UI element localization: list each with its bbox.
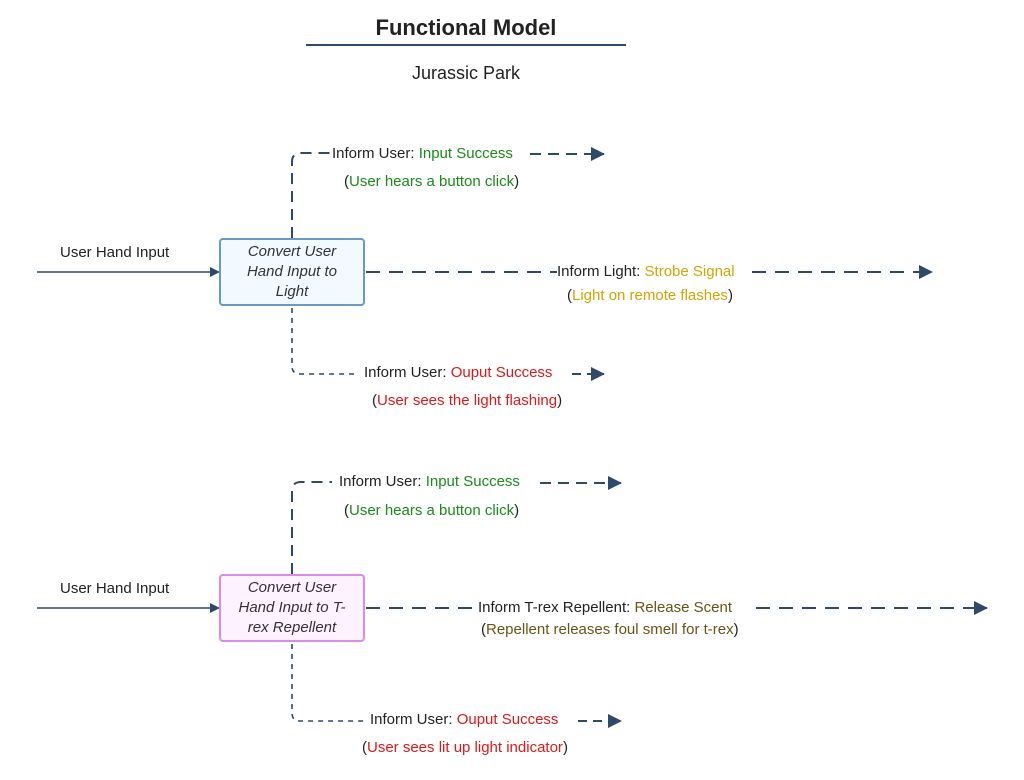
paren-close: ) bbox=[514, 173, 520, 190]
model-2-input-label: User Hand Input bbox=[60, 580, 170, 597]
model-1-output-feedback-prefix: Inform User: bbox=[364, 364, 451, 381]
model-2-output-feedback-value: Ouput Success bbox=[456, 711, 559, 728]
model-2-input-feedback-line bbox=[291, 481, 332, 574]
model-2-main-output-note: (Repellent releases foul smell for t-rex… bbox=[481, 621, 739, 639]
model-1-connectors bbox=[37, 147, 933, 381]
page-title: Functional Model bbox=[375, 15, 557, 40]
model-1-function-label: Convert User Hand Input to Light bbox=[246, 243, 338, 300]
model-1-input-feedback-label: Inform User: Input Success bbox=[332, 145, 513, 163]
model-1-main-output-note: (Light on remote flashes) bbox=[567, 287, 733, 305]
model-2-output-feedback-note: (User sees lit up light indicator) bbox=[362, 739, 568, 757]
paren-close: ) bbox=[557, 392, 563, 409]
model-2-output-feedback-prefix: Inform User: bbox=[370, 711, 457, 728]
model-2-connectors bbox=[37, 476, 988, 728]
paren-close: ) bbox=[514, 502, 520, 519]
paren-open: ( bbox=[372, 392, 377, 409]
model-2-input-feedback-note-text: User hears a button click bbox=[349, 502, 515, 519]
model-1-main-output-note-text: Light on remote flashes bbox=[572, 287, 728, 304]
model-2-main-output-prefix: Inform T-rex Repellent: bbox=[478, 599, 635, 616]
model-1-main-output-prefix: Inform Light: bbox=[557, 263, 645, 280]
model-1-input-feedback-prefix: Inform User: bbox=[332, 145, 419, 162]
paren-open: ( bbox=[362, 739, 367, 756]
model-2-input-feedback-note: (User hears a button click) bbox=[344, 502, 519, 520]
model-2-main-output-value: Release Scent bbox=[634, 599, 733, 616]
paren-open: ( bbox=[481, 621, 486, 638]
paren-open: ( bbox=[567, 287, 572, 304]
paren-open: ( bbox=[344, 173, 349, 190]
paren-open: ( bbox=[344, 502, 349, 519]
model-2-input-feedback-prefix: Inform User: bbox=[339, 473, 426, 490]
model-2-input-feedback-label: Inform User: Input Success bbox=[339, 473, 520, 491]
model-2-input-feedback-value: Input Success bbox=[425, 473, 520, 490]
model-2-main-output-label: Inform T-rex Repellent: Release Scent bbox=[478, 599, 732, 617]
model-1-output-feedback-label: Inform User: Ouput Success bbox=[364, 364, 552, 382]
model-1-main-output-label: Inform Light: Strobe Signal bbox=[557, 263, 735, 281]
page-subtitle: Jurassic Park bbox=[411, 63, 521, 83]
model-1-input-feedback-note: (User hears a button click) bbox=[344, 173, 519, 191]
model-1-output-feedback-note: (User sees the light flashing) bbox=[372, 392, 562, 410]
model-1-output-feedback-note-text: User sees the light flashing bbox=[377, 392, 558, 409]
paren-close: ) bbox=[733, 621, 739, 638]
model-1-input-feedback-line bbox=[291, 152, 332, 238]
model-1-input-label: User Hand Input bbox=[60, 244, 170, 261]
paren-close: ) bbox=[727, 287, 733, 304]
title-divider bbox=[306, 44, 626, 46]
model-1-function-box: Convert User Hand Input to Light bbox=[219, 238, 365, 306]
model-2-output-feedback-line bbox=[291, 644, 364, 722]
model-1-output-feedback-line bbox=[291, 308, 358, 375]
model-2-function-box: Convert User Hand Input to T-rex Repelle… bbox=[219, 574, 365, 642]
model-1-output-feedback-value: Ouput Success bbox=[450, 364, 553, 381]
model-2-output-feedback-label: Inform User: Ouput Success bbox=[370, 711, 558, 729]
model-2-function-label: Convert User Hand Input to T-rex Repelle… bbox=[238, 579, 346, 636]
paren-close: ) bbox=[562, 739, 568, 756]
model-1-main-output-value: Strobe Signal bbox=[644, 263, 735, 280]
model-1-input-feedback-value: Input Success bbox=[418, 145, 513, 162]
model-1-input-feedback-note-text: User hears a button click bbox=[349, 173, 515, 190]
model-2-output-feedback-note-text: User sees lit up light indicator bbox=[367, 739, 563, 756]
model-2-main-output-note-text: Repellent releases foul smell for t-rex bbox=[486, 621, 734, 638]
